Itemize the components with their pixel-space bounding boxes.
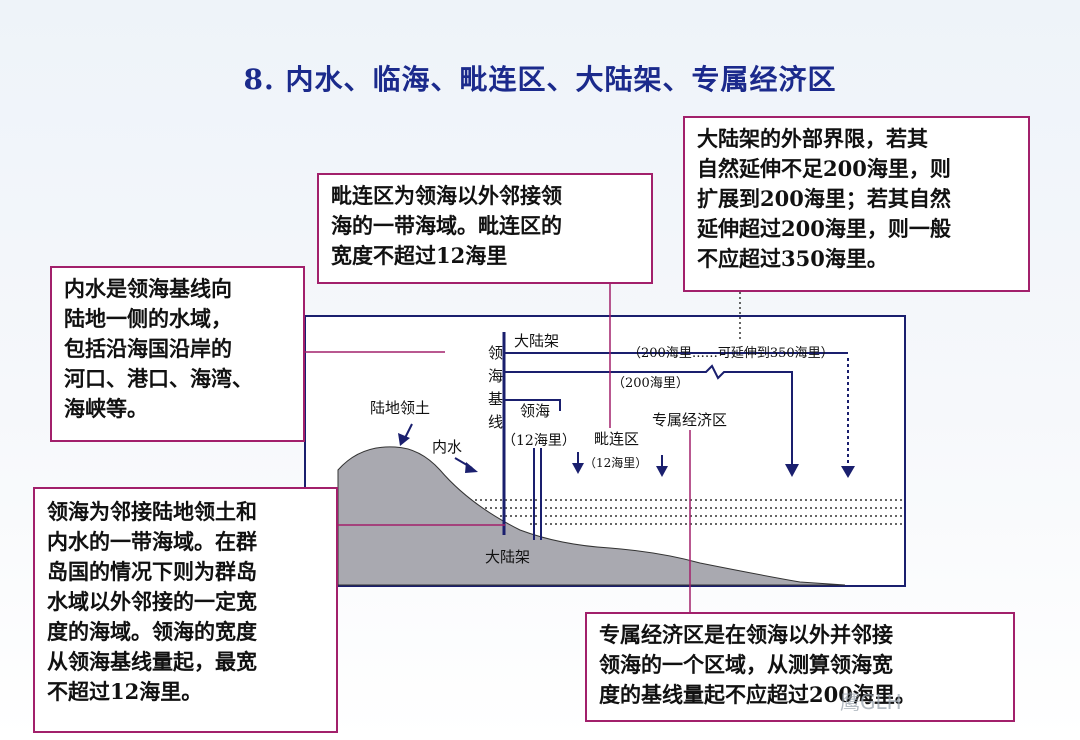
territorial-sea-box: 领海为邻接陆地领土和 内水的一带海域。在群 岛国的情况下则为群岛 水域以外邻接的… (33, 487, 338, 733)
baseline-char-4: 线 (488, 413, 503, 431)
contiguous-range-label: （12海里） (584, 455, 647, 470)
baseline-char-3: 基 (488, 390, 503, 408)
internal-waters-box: 内水是领海基线向 陆地一侧的水域， 包括沿海国沿岸的 河口、港口、海湾、 海峡等… (50, 266, 305, 442)
continental-shelf-box: 大陆架的外部界限，若其 自然延伸不足200海里，则 扩展到200海里；若其自然 … (683, 116, 1030, 292)
contiguous-zone-label: 毗连区 (594, 430, 639, 448)
eez-range-label: （200海里） (612, 376, 689, 391)
shelf-range-label: （200海里……可延伸到350海里） (628, 346, 834, 361)
shelf-bottom-label: 大陆架 (485, 548, 530, 566)
shelf-top-label: 大陆架 (514, 332, 559, 350)
territorial-sea-label: 领海 (520, 402, 550, 420)
watermark: 鹰GLH (840, 686, 902, 715)
contiguous-zone-box: 毗连区为领海以外邻接领 海的一带海域。毗连区的 宽度不超过12海里 (317, 173, 653, 284)
eez-box: 专属经济区是在领海以外并邻接 领海的一个区域，从测算领海宽 度的基线量起不应超过… (585, 612, 1015, 722)
internal-waters-label: 内水 (432, 438, 462, 456)
territorial-range-label: （12海里） (502, 433, 576, 449)
baseline-char-2: 海 (488, 367, 503, 385)
baseline-char-1: 领 (488, 344, 503, 362)
land-territory-label: 陆地领土 (370, 399, 430, 417)
eez-label: 专属经济区 (652, 411, 727, 429)
